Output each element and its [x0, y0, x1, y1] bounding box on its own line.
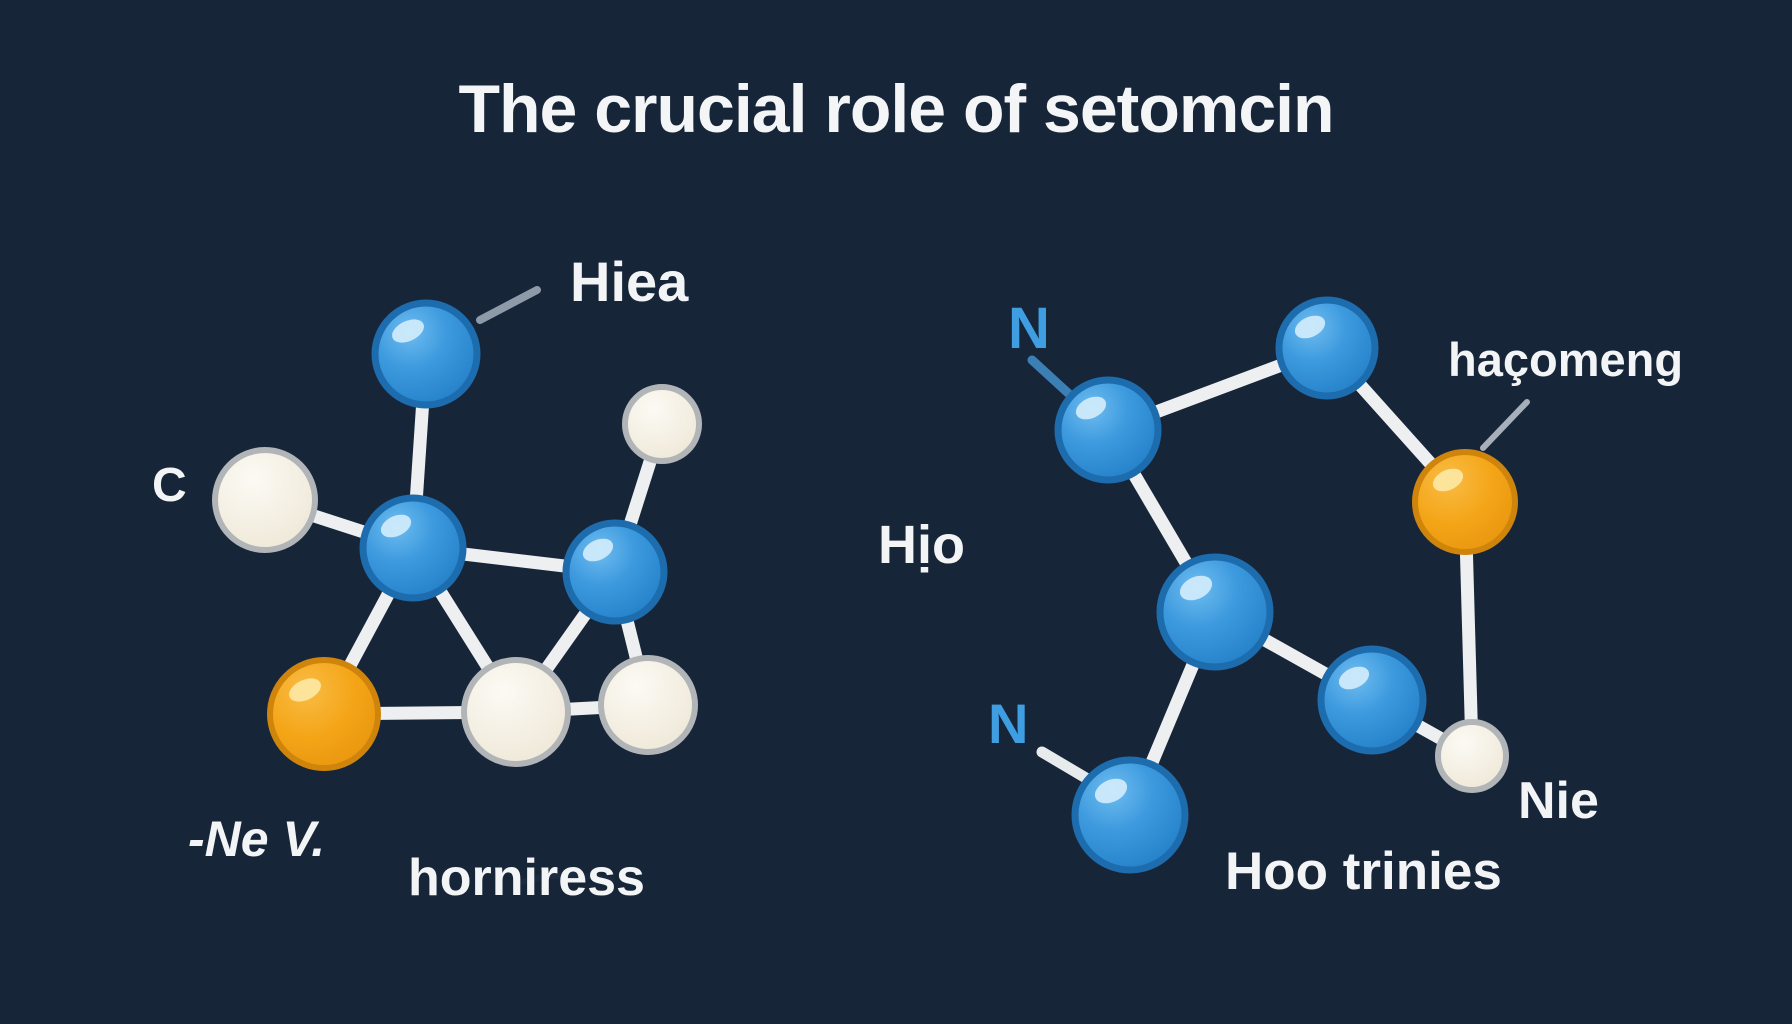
atom-blue-bottomleft — [1071, 756, 1189, 874]
atom-orange — [267, 657, 381, 771]
atom-highlight — [289, 678, 321, 702]
label-n-bottom: N — [988, 692, 1029, 755]
atom-highlight — [1179, 575, 1213, 601]
atom-blue-top — [371, 299, 481, 409]
left-molecule — [212, 286, 702, 887]
hacomeng-pointer-line — [1480, 399, 1530, 451]
label-n-top: N — [1008, 296, 1050, 361]
atom-highlight — [1075, 396, 1107, 420]
page-title: The crucial role of setomcin — [458, 71, 1334, 147]
label-hio: Hịo — [878, 515, 965, 575]
right-molecule-atoms — [1054, 296, 1518, 874]
label-horniress: horniress — [408, 849, 645, 907]
atom-white-bottom-2 — [598, 655, 698, 755]
atom-orange-right — [1412, 449, 1518, 555]
left-molecule-atoms — [212, 299, 702, 771]
hiea-pointer-line — [476, 286, 541, 324]
scribble-mark — [513, 871, 615, 887]
label-nie: Nie — [1518, 772, 1599, 830]
atom-blue-center — [1156, 553, 1274, 671]
atom-highlight — [1294, 315, 1326, 339]
atom-white-small — [1435, 719, 1509, 793]
atom-blue-topleft — [1054, 376, 1162, 484]
atom-highlight — [1432, 468, 1464, 492]
atom-highlight — [392, 319, 424, 343]
atom-highlight — [1338, 666, 1370, 690]
atom-highlight — [582, 538, 614, 562]
label-c: C — [152, 459, 187, 512]
atom-blue-right — [562, 519, 668, 625]
label-ne-v: -Ne V. — [188, 811, 326, 867]
label-hacomeng: haçomeng — [1448, 333, 1684, 386]
atom-white-left — [212, 447, 318, 553]
right-molecule-bonds — [1101, 341, 1479, 822]
atom-blue-topright — [1275, 296, 1379, 400]
atom-white-bottom-1 — [461, 657, 571, 767]
atom-highlight — [1094, 778, 1128, 804]
label-hiea: Hiea — [570, 250, 689, 313]
right-molecule — [1027, 296, 1530, 874]
label-hoo-trinies: Hoo trinies — [1225, 842, 1502, 901]
atom-white-small-top — [622, 384, 702, 464]
atom-blue-center — [359, 494, 467, 602]
atom-highlight — [380, 514, 412, 538]
atom-blue-bottomright — [1317, 645, 1427, 755]
